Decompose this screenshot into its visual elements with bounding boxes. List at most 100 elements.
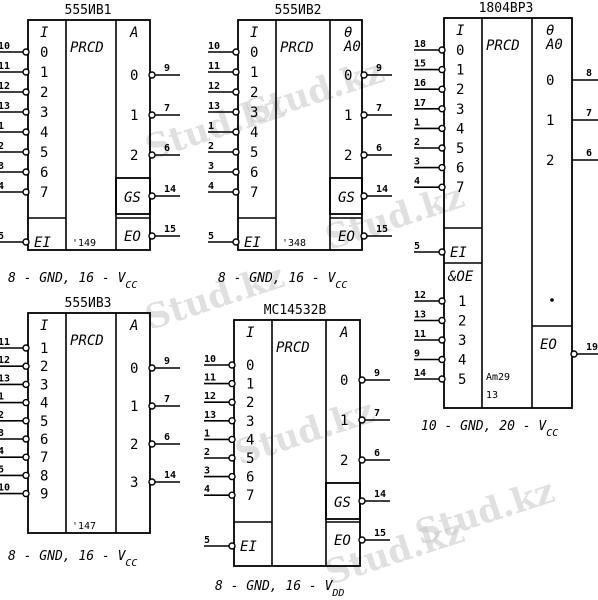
- input-5-input-pin-number: 2: [204, 447, 210, 458]
- watermark-text-6: Stud.kz: [410, 471, 559, 553]
- input-6-input-label: 6: [456, 161, 464, 177]
- input-4-input-bubble: [438, 124, 446, 133]
- input-1-input-bubble: [228, 379, 236, 388]
- input-5-input-pin-number: 3: [0, 428, 4, 439]
- input-7-input-pin-number: 4: [208, 181, 214, 192]
- input-4-input-label: 4: [246, 432, 254, 448]
- output-2-output-label: 2: [546, 153, 554, 169]
- output-2-output-label: 2: [344, 148, 352, 164]
- oe-input-4-input-bubble: [438, 375, 446, 383]
- input-1-input-pin-number: 12: [0, 355, 10, 366]
- output-3-output-bubble: [148, 478, 156, 486]
- input-1-input-label: 1: [250, 65, 258, 81]
- input-0-input-pin-number: 10: [208, 41, 220, 52]
- output-0-output-pin-number: 8: [586, 68, 592, 79]
- output-3-output-label: 3: [130, 475, 138, 491]
- oe-input-3-input-label: 4: [458, 353, 466, 369]
- oe-input-0-input-pin-number: 12: [414, 290, 426, 301]
- input-3-input-pin-number: 17: [414, 98, 426, 109]
- input-4-input-bubble: [22, 417, 30, 425]
- input-3-input-bubble: [438, 105, 446, 113]
- input-5-input-label: 5: [40, 145, 48, 161]
- input-2-input-label: 2: [40, 85, 48, 101]
- input-0-input-bubble: [22, 344, 30, 352]
- power-note-subscript: DD: [331, 588, 344, 599]
- chip-marking-0: '149: [72, 238, 96, 249]
- output-1-output-bubble: [360, 111, 368, 119]
- enable-input-pin-number: 5: [204, 535, 210, 546]
- input-2-input-label: 2: [456, 82, 464, 98]
- oe-input-1-input-pin-number: 13: [414, 310, 426, 321]
- input-5-input-label: 5: [250, 145, 258, 161]
- input-2-input-bubble: [232, 88, 240, 96]
- input-5-input-bubble: [232, 148, 240, 156]
- chip-title: MC14532B: [264, 303, 327, 318]
- input-5-input-pin-number: 2: [414, 137, 420, 148]
- input-3-input-pin-number: 13: [208, 101, 220, 112]
- output-header-0: θ: [344, 25, 352, 41]
- output-1-output-label: 1: [344, 108, 352, 124]
- power-note: 8 - GND, 16 - VCC: [218, 271, 347, 291]
- output-0-output-label: 0: [340, 373, 348, 389]
- input-7-input-label: 7: [40, 185, 48, 201]
- input-6-input-pin-number: 3: [204, 466, 210, 477]
- input-4-input-label: 4: [250, 125, 258, 141]
- eo-output-bubble: [148, 232, 156, 240]
- input-1-input-label: 1: [246, 377, 254, 393]
- input-6-input-pin-number: 3: [0, 161, 4, 172]
- gs-output-bubble: [358, 497, 366, 505]
- output-dot: [550, 298, 554, 302]
- eo-output-bubble: [360, 232, 368, 240]
- enable-input-pin-number: 5: [208, 231, 214, 242]
- power-note-subscript: CC: [335, 280, 347, 291]
- input-header: I: [456, 23, 465, 39]
- input-4-input-pin-number: 1: [0, 121, 4, 132]
- output-2-output-label: 2: [130, 148, 138, 164]
- chip-marking-0: '147: [72, 521, 96, 532]
- input-5-input-bubble: [22, 148, 30, 156]
- input-5-input-label: 6: [40, 432, 48, 448]
- input-7-input-pin-number: 5: [0, 464, 4, 475]
- input-0-input-bubble: [232, 48, 240, 56]
- input-1-input-label: 1: [456, 63, 464, 79]
- input-3-input-bubble: [232, 108, 240, 116]
- input-7-input-bubble: [232, 188, 240, 196]
- input-2-input-pin-number: 12: [204, 391, 216, 402]
- input-4-input-label: 5: [40, 414, 48, 430]
- input-7-input-label: 7: [250, 185, 258, 201]
- input-3-input-label: 3: [40, 105, 48, 121]
- output-header-0: A: [339, 325, 348, 341]
- output-1-output-pin-number: 7: [586, 108, 592, 119]
- oe-input-3-input-bubble: [438, 355, 446, 364]
- input-6-input-pin-number: 3: [414, 157, 420, 168]
- input-3-input-label: 3: [246, 414, 254, 430]
- watermark-text-1: Stud.kz: [240, 51, 389, 133]
- input-3-input-pin-number: 13: [204, 410, 216, 421]
- output-0-output-label: 0: [546, 73, 554, 89]
- input-1-input-bubble: [438, 65, 446, 74]
- oe-input-4-input-label: 5: [458, 372, 466, 388]
- input-1-input-label: 2: [40, 359, 48, 375]
- gs-output-bubble: [360, 192, 368, 200]
- eo-label: EO: [338, 229, 355, 245]
- power-note-main: 8 - GND, 16 - V: [8, 271, 127, 286]
- eo-output-bubble: [570, 350, 578, 358]
- input-0-input-bubble: [438, 46, 446, 54]
- input-6-input-bubble: [22, 168, 30, 176]
- power-note-subscript: CC: [125, 558, 137, 569]
- output-1-output-label: 1: [130, 108, 138, 124]
- input-2-input-bubble: [22, 88, 30, 96]
- power-note-main: 10 - GND, 20 - V: [421, 419, 547, 434]
- eo-output-pin-number: 19: [586, 342, 598, 353]
- output-0-output-bubble: [360, 71, 368, 79]
- input-6-input-label: 6: [250, 165, 258, 181]
- gs-label: GS: [334, 495, 351, 511]
- input-0-input-pin-number: 11: [0, 337, 10, 348]
- input-6-input-label: 6: [40, 165, 48, 181]
- input-3-input-bubble: [228, 417, 236, 425]
- input-header: I: [246, 325, 255, 341]
- output-0-output-pin-number: 9: [164, 356, 170, 367]
